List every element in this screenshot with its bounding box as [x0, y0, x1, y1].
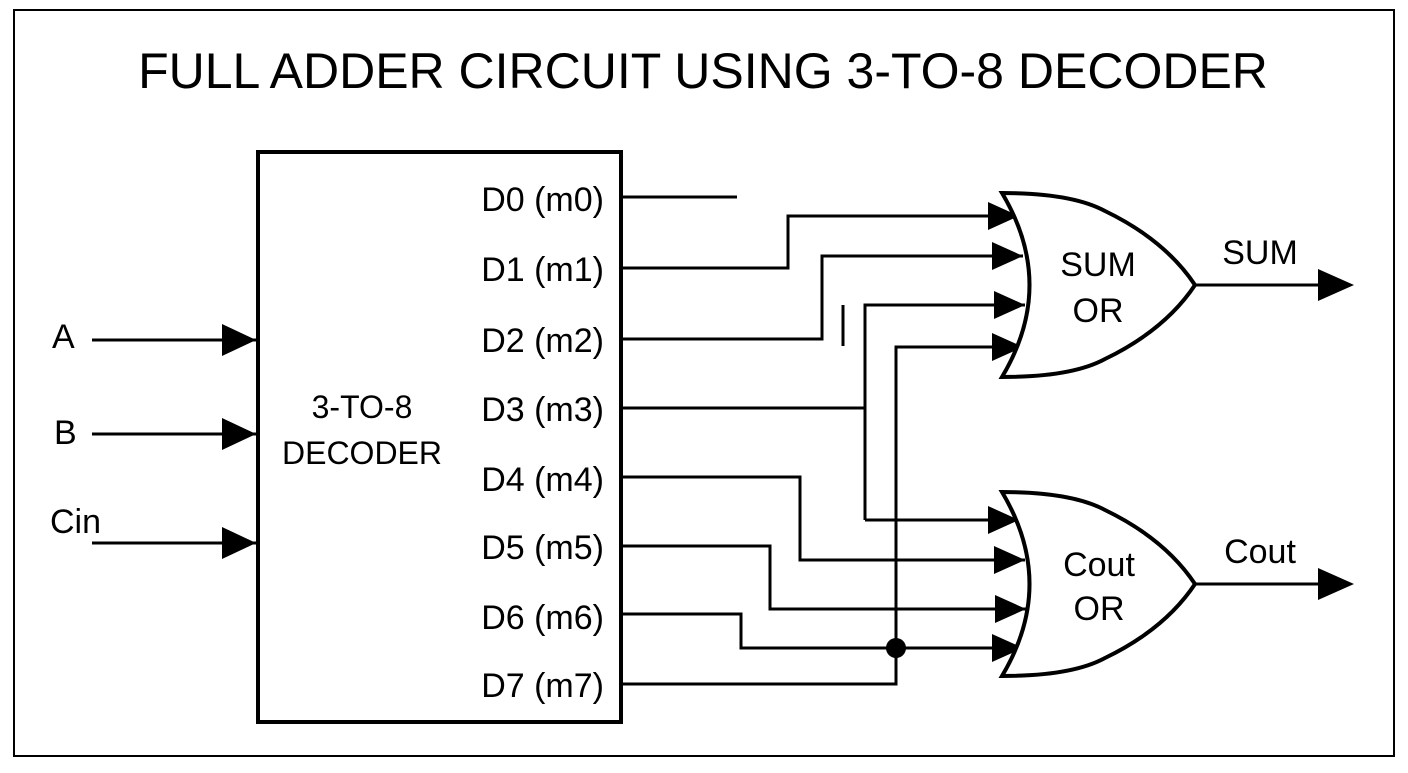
output-label-d0: D0 (m0) — [481, 181, 604, 219]
wire-d4-cout — [621, 475, 1025, 562]
wire-d6-cout — [621, 612, 1023, 650]
output-label-d6: D6 (m6) — [481, 599, 604, 637]
sum-output-label: SUM — [1222, 234, 1298, 272]
wire-d7-sum-cout — [621, 345, 1023, 686]
cout-input-arrow-2 — [994, 546, 1025, 574]
decoder-block — [256, 150, 623, 724]
output-label-d7: D7 (m7) — [481, 667, 604, 705]
cout-input-arrow-1 — [988, 506, 1019, 534]
wire-d1-sum — [621, 214, 1019, 270]
decoder-label-line1: 3-TO-8 — [312, 389, 413, 425]
cout-or-gate — [998, 489, 1198, 679]
sum-gate-label-line1: SUM — [1060, 246, 1136, 284]
sum-input-arrow-4 — [992, 333, 1023, 361]
wire-d2-sum — [621, 254, 1023, 341]
output-label-d4: D4 (m4) — [481, 461, 604, 499]
sum-or-gate — [998, 190, 1198, 380]
output-label-d2: D2 (m2) — [481, 322, 604, 360]
sum-input-arrow-1 — [988, 202, 1019, 230]
cout-output-arrow — [1318, 568, 1354, 600]
sum-input-arrow-3 — [994, 291, 1025, 319]
output-label-d5: D5 (m5) — [481, 529, 604, 567]
output-label-d3: D3 (m3) — [481, 391, 604, 429]
sum-output-arrow — [1318, 269, 1354, 301]
cout-gate-label-line1: Cout — [1063, 546, 1135, 584]
junction-dot — [886, 638, 906, 658]
wire-d5-cout — [621, 544, 1026, 611]
sum-input-arrow-2 — [992, 242, 1023, 270]
input-arrow-b — [222, 418, 256, 450]
input-label-cin: Cin — [50, 503, 101, 541]
input-arrow-cin — [222, 527, 256, 559]
input-arrow-a — [222, 324, 256, 356]
cout-gate-label-line2: OR — [1074, 590, 1125, 628]
diagram-title: FULL ADDER CIRCUIT USING 3-TO-8 DECODER — [138, 43, 1268, 99]
input-label-a: A — [52, 318, 75, 356]
wire-d3-sum-cout — [863, 303, 1025, 520]
input-label-b: B — [54, 414, 77, 452]
cout-output-label: Cout — [1224, 533, 1296, 571]
sum-gate-label-line2: OR — [1073, 292, 1124, 330]
outer-frame — [13, 9, 1395, 757]
cout-input-arrow-4 — [992, 634, 1023, 662]
cout-input-arrow-3 — [995, 595, 1026, 623]
decoder-label-line2: DECODER — [282, 435, 442, 471]
output-label-d1: D1 (m1) — [481, 251, 604, 289]
